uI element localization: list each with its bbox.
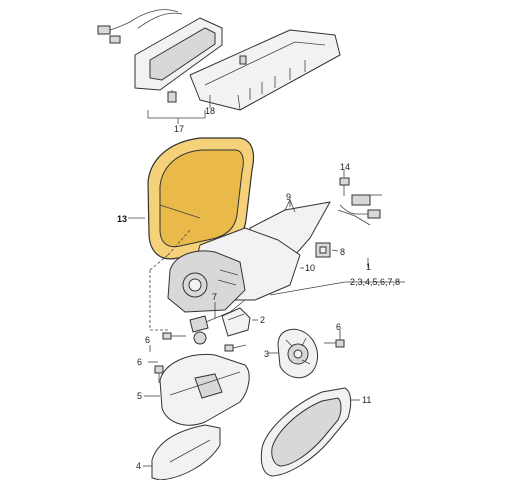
callout-17: 17 [174, 124, 184, 134]
screw-6-mid[interactable] [224, 344, 247, 352]
callout-14: 14 [340, 162, 350, 172]
clip-8[interactable] [315, 242, 331, 258]
wiring-connector[interactable] [337, 194, 382, 226]
clip-2[interactable] [221, 307, 251, 337]
callout-1-subparts: 2,3,4,5,6,7,8 [350, 277, 400, 287]
mirror-glass-11[interactable] [260, 387, 352, 477]
callout-6-bottom: 6 [137, 357, 142, 367]
trim-cap-4[interactable] [151, 424, 221, 480]
callout-labels: 17 18 13 14 9 8 10 1 2,3,4,5,6,7,8 7 2 6… [117, 106, 400, 471]
interior-mirror-assembly[interactable] [97, 9, 223, 103]
callout-18: 18 [205, 106, 215, 116]
adjuster-7[interactable] [189, 299, 246, 345]
screw-6-left[interactable] [162, 332, 186, 340]
bracket-17 [147, 110, 206, 124]
callout-5: 5 [137, 391, 142, 401]
callout-9: 9 [286, 192, 291, 202]
callout-8: 8 [340, 247, 345, 257]
callout-10: 10 [305, 263, 315, 273]
callout-7: 7 [212, 292, 217, 302]
callout-6-right: 6 [336, 322, 341, 332]
callout-1: 1 [366, 262, 371, 272]
callout-13: 13 [117, 214, 127, 224]
adjustment-motor-3[interactable] [277, 328, 319, 379]
screw-14[interactable] [339, 170, 350, 196]
mirror-cover[interactable] [189, 29, 341, 111]
mirror-housing-highlighted[interactable] [147, 137, 255, 260]
lower-housing-5[interactable] [159, 353, 250, 426]
leader-lines [128, 200, 405, 467]
callout-2: 2 [260, 315, 265, 325]
callout-3: 3 [264, 349, 269, 359]
screw-6-right[interactable] [324, 339, 345, 348]
callout-6-left: 6 [145, 335, 150, 345]
screw-6-bottom[interactable] [154, 365, 164, 383]
callout-11: 11 [362, 395, 371, 405]
mirror-base[interactable] [167, 227, 301, 313]
callout-4: 4 [136, 461, 141, 471]
